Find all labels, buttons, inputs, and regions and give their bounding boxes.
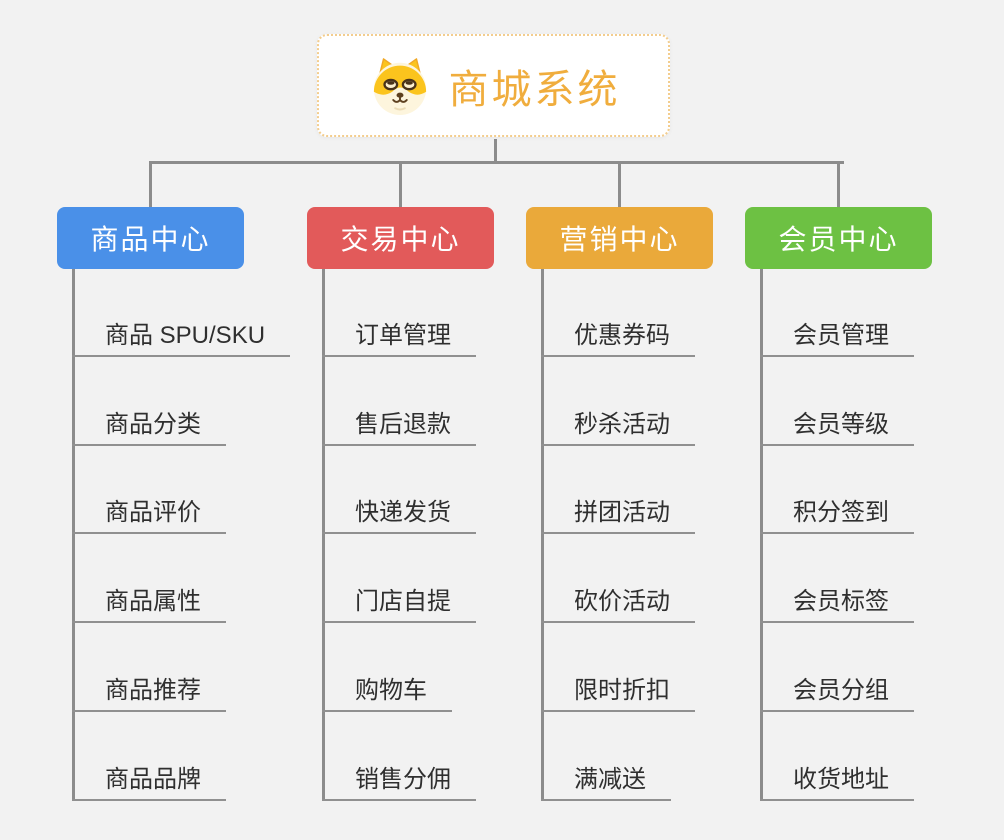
leaf-node[interactable]: 快递发货 [322,490,476,534]
leaf-node[interactable]: 会员等级 [760,402,914,446]
leaf-node[interactable]: 门店自提 [322,579,476,623]
leaf-node[interactable]: 商品评价 [72,490,226,534]
branch-node-4[interactable]: 会员中心 [745,207,932,269]
root-node[interactable]: 商城系统 [317,34,670,137]
leaf-node[interactable]: 售后退款 [322,402,476,446]
branch-trunk-line-1 [72,269,75,801]
leaf-node[interactable]: 商品分类 [72,402,226,446]
root-title: 商城系统 [448,67,621,112]
leaf-node[interactable]: 限时折扣 [541,668,695,712]
branch-node-3[interactable]: 营销中心 [526,207,713,269]
leaf-node[interactable]: 商品 SPU/SKU [72,313,291,357]
branch-bus-line [149,161,844,164]
branch-node-1[interactable]: 商品中心 [57,207,244,269]
leaf-node[interactable]: 会员分组 [760,668,914,712]
leaf-node[interactable]: 收货地址 [760,757,914,801]
leaf-node[interactable]: 优惠券码 [541,313,695,357]
branch-drop-line-1 [149,161,152,207]
leaf-node[interactable]: 订单管理 [322,313,476,357]
leaf-node[interactable]: 满减送 [541,757,671,801]
branch-drop-line-3 [618,161,621,207]
leaf-node[interactable]: 商品属性 [72,579,226,623]
root-stem-line [494,139,497,164]
branch-trunk-line-2 [322,269,325,801]
leaf-node[interactable]: 会员管理 [760,313,914,357]
leaf-node[interactable]: 销售分佣 [322,757,476,801]
branch-trunk-line-4 [760,269,763,801]
leaf-node[interactable]: 购物车 [322,668,452,712]
branch-trunk-line-3 [541,269,544,801]
leaf-node[interactable]: 商品推荐 [72,668,226,712]
leaf-node[interactable]: 商品品牌 [72,757,226,801]
branch-node-2[interactable]: 交易中心 [307,207,494,269]
leaf-node[interactable]: 会员标签 [760,579,914,623]
shiba-dog-icon [373,57,426,115]
leaf-node[interactable]: 拼团活动 [541,490,695,534]
branch-drop-line-2 [399,161,402,207]
branch-drop-line-4 [837,161,840,207]
leaf-node[interactable]: 积分签到 [760,490,914,534]
leaf-node[interactable]: 秒杀活动 [541,402,695,446]
leaf-node[interactable]: 砍价活动 [541,579,695,623]
